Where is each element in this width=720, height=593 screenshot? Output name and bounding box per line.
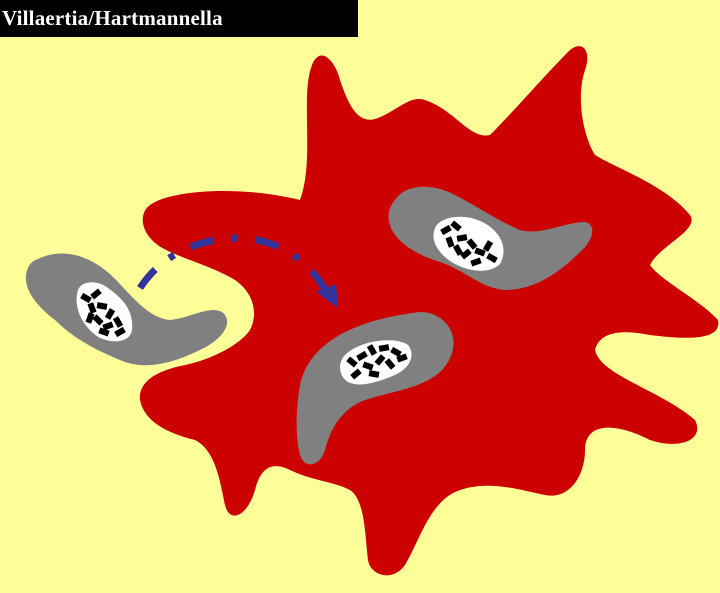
page-title: Villaertia/Hartmannella	[2, 6, 223, 31]
title-banner: Villaertia/Hartmannella	[0, 0, 358, 37]
